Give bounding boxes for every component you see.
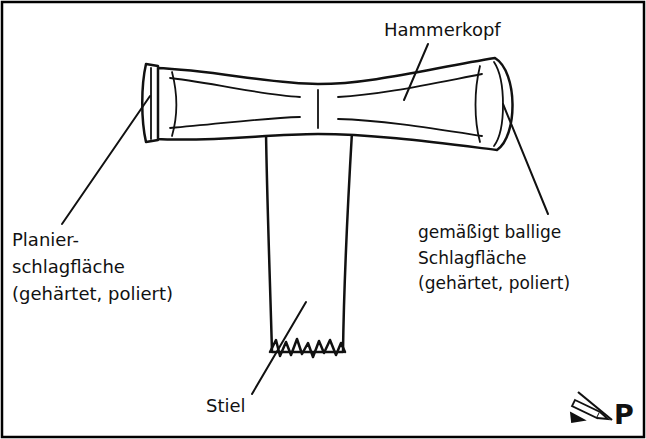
- leader-line: [503, 104, 548, 214]
- hammer-head: [156, 58, 513, 150]
- shade-line: [172, 72, 177, 136]
- crowned-face-edge: [494, 62, 503, 146]
- shade-line: [476, 66, 481, 142]
- part-label: Hammerkopf: [384, 16, 544, 43]
- part-label: Planier- schlagfläche (gehärtet, poliert…: [12, 226, 197, 307]
- logo-letter: P: [614, 395, 642, 436]
- center-line: [317, 90, 319, 128]
- leader-line: [62, 96, 150, 224]
- logo-icon: [571, 392, 612, 422]
- pencil-hand: [571, 413, 584, 422]
- part-label: Stiel: [206, 392, 276, 419]
- handle-break: [270, 339, 345, 357]
- handle: [266, 132, 352, 352]
- leader-line: [404, 44, 428, 100]
- flat-face-edge: [150, 68, 152, 139]
- shade-line: [338, 119, 482, 136]
- part-label: gemäßigt ballige Schlagfläche (gehärtet,…: [418, 220, 574, 297]
- cross-line: [578, 392, 612, 420]
- leader-line: [252, 302, 306, 394]
- shade-line: [170, 117, 300, 128]
- shade-line: [170, 78, 300, 97]
